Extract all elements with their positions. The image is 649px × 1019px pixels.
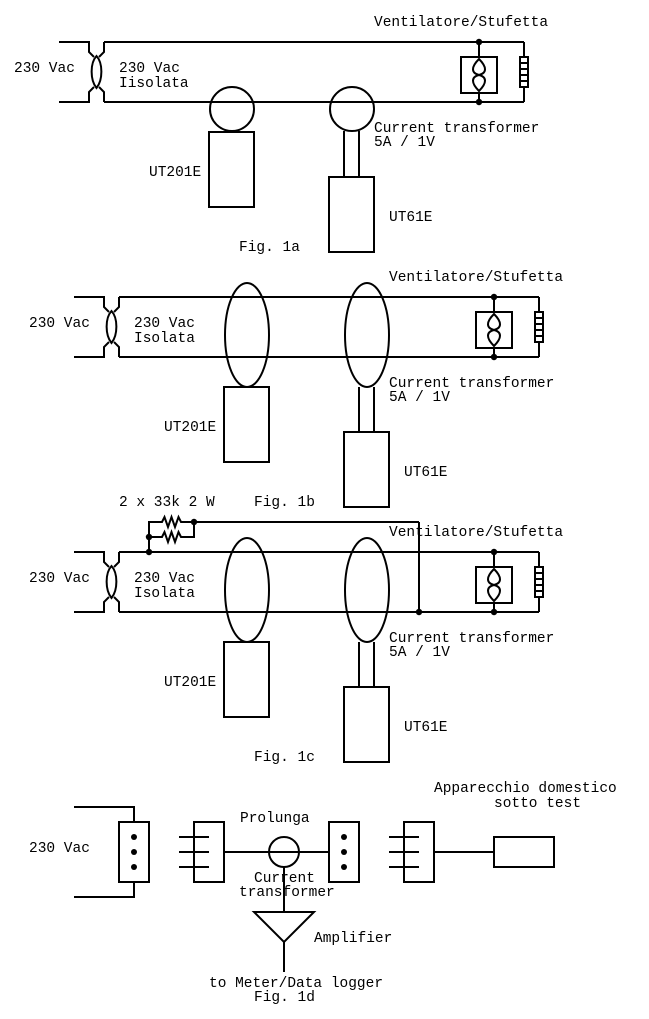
junction-dot [490,293,498,301]
isolated-label-2: Isolata [134,331,195,347]
ct-label: Current transformer [374,121,539,137]
current-transformer-icon [344,537,390,643]
meter1-label: UT201E [164,675,216,691]
appliance-label-2: sotto test [494,796,581,812]
amplifier-label: Amplifier [314,931,392,947]
isolated-label-2: Isolata [134,586,195,602]
fan-icon [460,56,498,94]
extension-plug [179,821,225,883]
isolation-transformer-symbol [59,41,105,103]
junction-dot [490,608,498,616]
meter2-label: UT61E [404,720,448,736]
heater-icon [534,311,544,343]
junction-dot [190,518,198,526]
meter1-label: UT201E [149,165,201,181]
clamp-meter-jaw [209,86,255,132]
ct-label-2: transformer [239,885,335,901]
isolation-transformer-symbol [74,551,120,613]
isolated-label-2: Iisolata [119,76,189,92]
figure-caption: Fig. 1a [239,240,300,256]
junction-dot [475,98,483,106]
current-transformer-icon [329,86,375,132]
isolation-transformer-symbol [74,296,120,358]
figure-1b: 230 Vac 230 Vac Isolata Ventilatore/Stuf… [29,270,563,511]
resistor-label: 2 x 33k 2 W [119,495,215,511]
ct-ratio-label: 5A / 1V [374,135,435,151]
figure-1d: 230 Vac Prolunga Current transformer Amp… [29,781,617,1006]
source-label: 230 Vac [29,841,90,857]
ct-ratio-label: 5A / 1V [389,645,450,661]
ct-label: Current [254,871,315,887]
fan-icon [475,566,513,604]
appliance-box [493,836,555,868]
meter2-label: UT61E [389,210,433,226]
appliance-plug [389,821,435,883]
heater-icon [519,56,529,88]
junction-dot [490,548,498,556]
resistor-pair-icon [148,513,420,612]
isolated-label: 230 Vac [134,571,195,587]
extension-label: Prolunga [240,811,310,827]
multimeter-ut61e [343,686,390,763]
source-label: 230 Vac [29,571,90,587]
figure-1a: 230 Vac 230 Vac Iisolata Ventilatore/Stu… [14,15,548,256]
ct-label: Current transformer [389,376,554,392]
isolated-label: 230 Vac [119,61,180,77]
multimeter-ut61e [328,176,375,253]
source-label: 230 Vac [14,61,75,77]
figure-1c: 2 x 33k 2 W [29,495,563,766]
load-label: Ventilatore/Stufetta [389,525,563,541]
clamp-meter-ut201e [223,641,270,718]
ct-ratio-label: 5A / 1V [389,390,450,406]
current-transformer-icon [344,282,390,388]
clamp-meter-ut201e [223,386,270,463]
wall-socket [74,806,150,898]
extension-socket [328,821,360,883]
clamp-meter-jaw [224,537,270,643]
load-label: Ventilatore/Stufetta [389,270,563,286]
figure-caption: Fig. 1d [254,990,315,1006]
junction-dot [490,353,498,361]
ct-label: Current transformer [389,631,554,647]
isolated-label: 230 Vac [134,316,195,332]
amplifier-icon [251,911,317,944]
clamp-meter-ut201e [208,131,255,208]
junction-dot [145,533,153,541]
appliance-label: Apparecchio domestico [434,781,617,797]
output-label: to Meter/Data logger [209,976,383,992]
meter1-label: UT201E [164,420,216,436]
junction-dot [475,38,483,46]
heater-icon [534,566,544,598]
multimeter-ut61e [343,431,390,508]
source-label: 230 Vac [29,316,90,332]
clamp-meter-jaw [224,282,270,388]
meter2-label: UT61E [404,465,448,481]
figure-caption: Fig. 1c [254,750,315,766]
fan-icon [475,311,513,349]
load-label: Ventilatore/Stufetta [374,15,548,31]
figure-caption: Fig. 1b [254,495,315,511]
